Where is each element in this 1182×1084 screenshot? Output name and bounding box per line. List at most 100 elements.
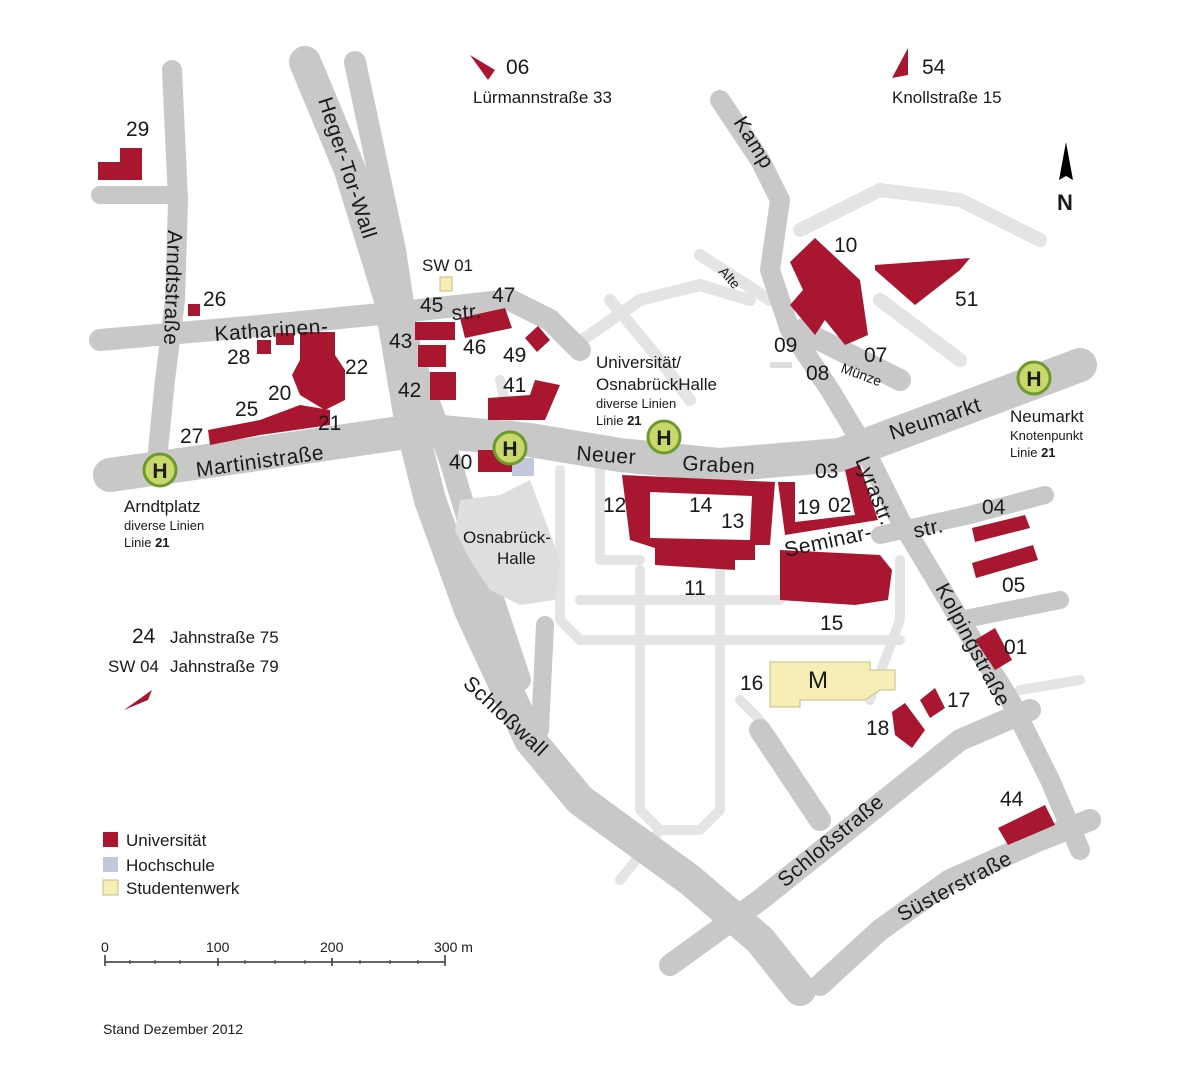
street-label-arndtstrasse: Arndtstraße (159, 230, 186, 346)
road-kamp (710, 90, 870, 450)
street-label-seminar-str: str. (911, 514, 945, 543)
building-17 (920, 688, 945, 718)
label-mensa: M (808, 667, 828, 694)
building-12-13-14 (622, 475, 775, 570)
north-arrow: N (1057, 142, 1073, 215)
bus-stop-symbol: H (656, 427, 671, 450)
num-51: 51 (955, 288, 978, 311)
num-sw01: SW 01 (422, 256, 473, 275)
num-44: 44 (1000, 788, 1024, 811)
num-04: 04 (982, 496, 1006, 519)
legend-swatch-studentenwerk (102, 879, 119, 896)
north-arrow-icon (1059, 142, 1073, 180)
num-13: 13 (721, 510, 744, 533)
building-01 (975, 628, 1012, 670)
bus-stop-icon-universitaet (646, 419, 682, 455)
num-05: 05 (1002, 574, 1025, 597)
num-47: 47 (492, 284, 515, 307)
bus-stop-symbol: H (502, 438, 517, 461)
legend-swatch-hochschule (103, 857, 118, 872)
num-09: 09 (774, 334, 797, 357)
scale-bar: 0 100 200 300 m (101, 939, 473, 966)
road-martinistrasse (93, 348, 1097, 492)
building-numbers: 29 26 28 22 20 25 21 27 43 45 47 46 49 4… (126, 118, 1027, 811)
legend-label-studentenwerk: Studentenwerk (126, 879, 240, 898)
road-lyrastrasse (850, 430, 1090, 860)
scale-tick-0: 0 (101, 939, 109, 955)
bus-stop-arndtplatz: H Arndtplatz diverse Linien Linie 21 (124, 452, 204, 550)
site-24-number: 24 (132, 625, 156, 648)
num-45: 45 (420, 294, 443, 317)
building-10-09-08 (790, 238, 868, 345)
studentenwerk-buildings (439, 276, 896, 708)
num-40: 40 (449, 451, 472, 474)
num-07: 07 (864, 344, 887, 367)
road-arndtstrasse (148, 60, 188, 460)
scale-tick-100: 100 (206, 939, 230, 955)
site-sw04-number: SW 04 (108, 657, 159, 676)
building-41 (488, 380, 560, 420)
scale-tick-200: 200 (320, 939, 344, 955)
building-28b (276, 333, 294, 345)
stand-date: Stand Dezember 2012 (103, 1021, 243, 1037)
bus-stop-name: Neumarkt (1010, 407, 1084, 426)
legend-label-universitaet: Universität (126, 831, 207, 850)
road-kolping-spur (951, 591, 1069, 629)
other-buildings (455, 362, 792, 605)
neumarkt-small-grey (770, 362, 792, 368)
building-43b (418, 345, 446, 367)
road-heger-tor-wall (289, 46, 816, 1006)
bus-stop-cross-marker: H (492, 430, 528, 466)
street-label-katharinen-str: str. (451, 300, 483, 325)
num-27: 27 (180, 425, 203, 448)
num-41: 41 (503, 374, 526, 397)
site-54-marker (892, 48, 908, 78)
road-schlossstrasse-main (659, 699, 1041, 976)
street-label-schlossstrasse: Schloßstraße (773, 790, 888, 892)
road-seminarstrasse (871, 486, 1054, 544)
bus-stop-name-line2: OsnabrückHalle (596, 375, 717, 394)
road-neumarkt-west (789, 319, 911, 391)
site-06-address: Lürmannstraße 33 (473, 88, 612, 107)
road-schlossstrasse (749, 719, 831, 831)
building-46-47 (460, 308, 512, 338)
num-16: 16 (740, 672, 763, 695)
num-15: 15 (820, 612, 843, 635)
num-28: 28 (227, 346, 250, 369)
num-21: 21 (318, 412, 341, 435)
building-mensa (769, 661, 896, 708)
bus-stop-line-21: Linie 21 (596, 413, 642, 428)
site-sw04-address: Jahnstraße 79 (170, 657, 279, 676)
num-46: 46 (463, 336, 486, 359)
site-54-address: Knollstraße 15 (892, 88, 1002, 107)
num-42: 42 (398, 379, 421, 402)
bus-stop-neumarkt: H Neumarkt Knotenpunkt Linie 21 (1010, 360, 1084, 460)
scale-tick-300: 300 m (434, 939, 473, 955)
bus-stop-icon (142, 452, 178, 488)
site-06-number: 06 (506, 56, 529, 79)
bus-stop-name-line1: Universität/ (596, 353, 681, 372)
bus-stop-lines: Knotenpunkt (1010, 428, 1083, 443)
num-43: 43 (389, 330, 412, 353)
num-22: 22 (345, 356, 368, 379)
bus-stop-icon-martinistrasse (492, 430, 528, 466)
university-buildings (98, 48, 1055, 845)
bus-stop-name: Arndtplatz (124, 497, 201, 516)
place-labels: Osnabrück- Halle M (463, 528, 828, 694)
street-label-graben: Graben (682, 452, 756, 479)
legend-label-hochschule: Hochschule (126, 856, 215, 875)
building-22 (292, 332, 345, 410)
bus-stop-line-21: Linie 21 (1010, 445, 1056, 460)
legend: Universität Hochschule Studentenwerk (102, 831, 240, 898)
bus-stop-lines: diverse Linien (596, 396, 676, 411)
building-49 (525, 326, 550, 352)
road-west-spur (531, 616, 554, 739)
building-sw01 (439, 276, 453, 292)
building-44 (998, 805, 1055, 845)
street-label-neuer: Neuer (576, 442, 637, 469)
num-49: 49 (503, 344, 526, 367)
label-osnabrueck-halle-1: Osnabrück- (463, 528, 551, 547)
num-18: 18 (866, 717, 889, 740)
num-29: 29 (126, 118, 149, 141)
num-17: 17 (947, 689, 970, 712)
